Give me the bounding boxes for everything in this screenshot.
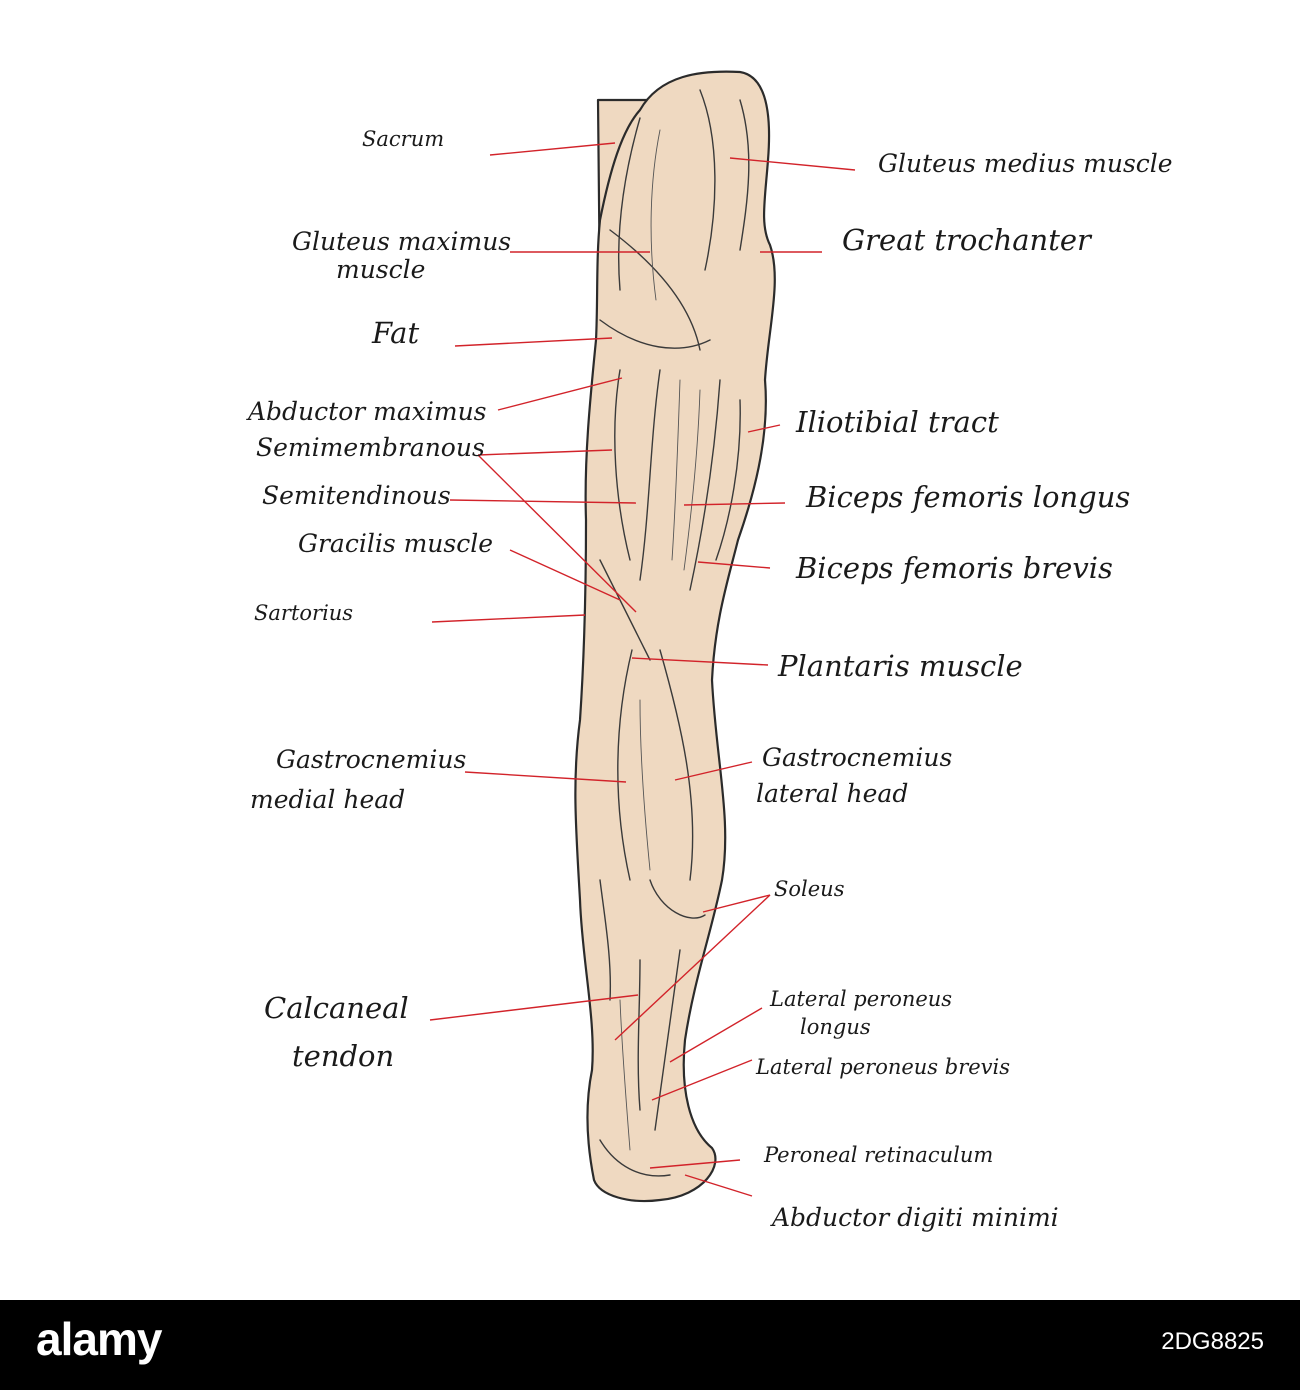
- label-sartorius: Sartorius: [254, 601, 353, 625]
- label-gluteus-maximus: Gluteus maximus: [292, 227, 511, 256]
- brand-logo: alamy: [36, 1313, 162, 1365]
- label-gastrocnemius-medial-line2: medial head: [250, 785, 405, 814]
- label-calcaneal: Calcaneal: [264, 991, 409, 1025]
- label-fat: Fat: [371, 316, 419, 350]
- label-lateral-peroneus-brevis: Lateral peroneus brevis: [755, 1055, 1010, 1079]
- label-plantaris: Plantaris muscle: [777, 649, 1023, 683]
- label-iliotibial-tract: Iliotibial tract: [795, 405, 999, 439]
- label-peroneal-retinaculum: Peroneal retinaculum: [763, 1143, 993, 1167]
- label-semitendinous: Semitendinous: [262, 481, 451, 510]
- leg-outline: [574, 70, 776, 1203]
- label-biceps-femoris-longus: Biceps femoris longus: [805, 480, 1130, 514]
- leader-lines: [429, 142, 856, 1197]
- label-gastrocnemius-lateral: Gastrocnemius: [762, 743, 952, 772]
- label-great-trochanter: Great trochanter: [842, 223, 1093, 257]
- label-gastrocnemius-lateral-line2: lateral head: [756, 779, 908, 808]
- leg-illustration: [574, 70, 776, 1203]
- label-sacrum: Sacrum: [362, 127, 444, 151]
- label-semimembranous: Semimembranous: [256, 433, 485, 462]
- stock-image-id: 2DG8825: [1161, 1328, 1264, 1355]
- label-abductor-maximus: Abductor maximus: [246, 397, 487, 426]
- label-gastrocnemius-medial: Gastrocnemius: [276, 745, 466, 774]
- anatomy-labels: Sacrum Gluteus medius muscle Gluteus max…: [246, 127, 1173, 1232]
- label-gluteus-maximus-line2: muscle: [336, 255, 425, 284]
- label-soleus: Soleus: [774, 877, 845, 901]
- label-gracilis: Gracilis muscle: [298, 529, 493, 558]
- label-abductor-digiti-minimi: Abductor digiti minimi: [770, 1203, 1059, 1232]
- leg-anatomy-diagram: Sacrum Gluteus medius muscle Gluteus max…: [246, 70, 1173, 1232]
- label-gluteus-medius: Gluteus medius muscle: [878, 149, 1173, 178]
- label-lateral-peroneus-longus: Lateral peroneus: [769, 987, 952, 1011]
- stock-footer-bar: alamy 2DG8825: [0, 1300, 1300, 1390]
- label-calcaneal-line2: tendon: [292, 1039, 394, 1073]
- label-biceps-femoris-brevis: Biceps femoris brevis: [795, 551, 1113, 585]
- label-lateral-peroneus-longus-line2: longus: [800, 1015, 871, 1039]
- illustration-area: Sacrum Gluteus medius muscle Gluteus max…: [246, 70, 1173, 1232]
